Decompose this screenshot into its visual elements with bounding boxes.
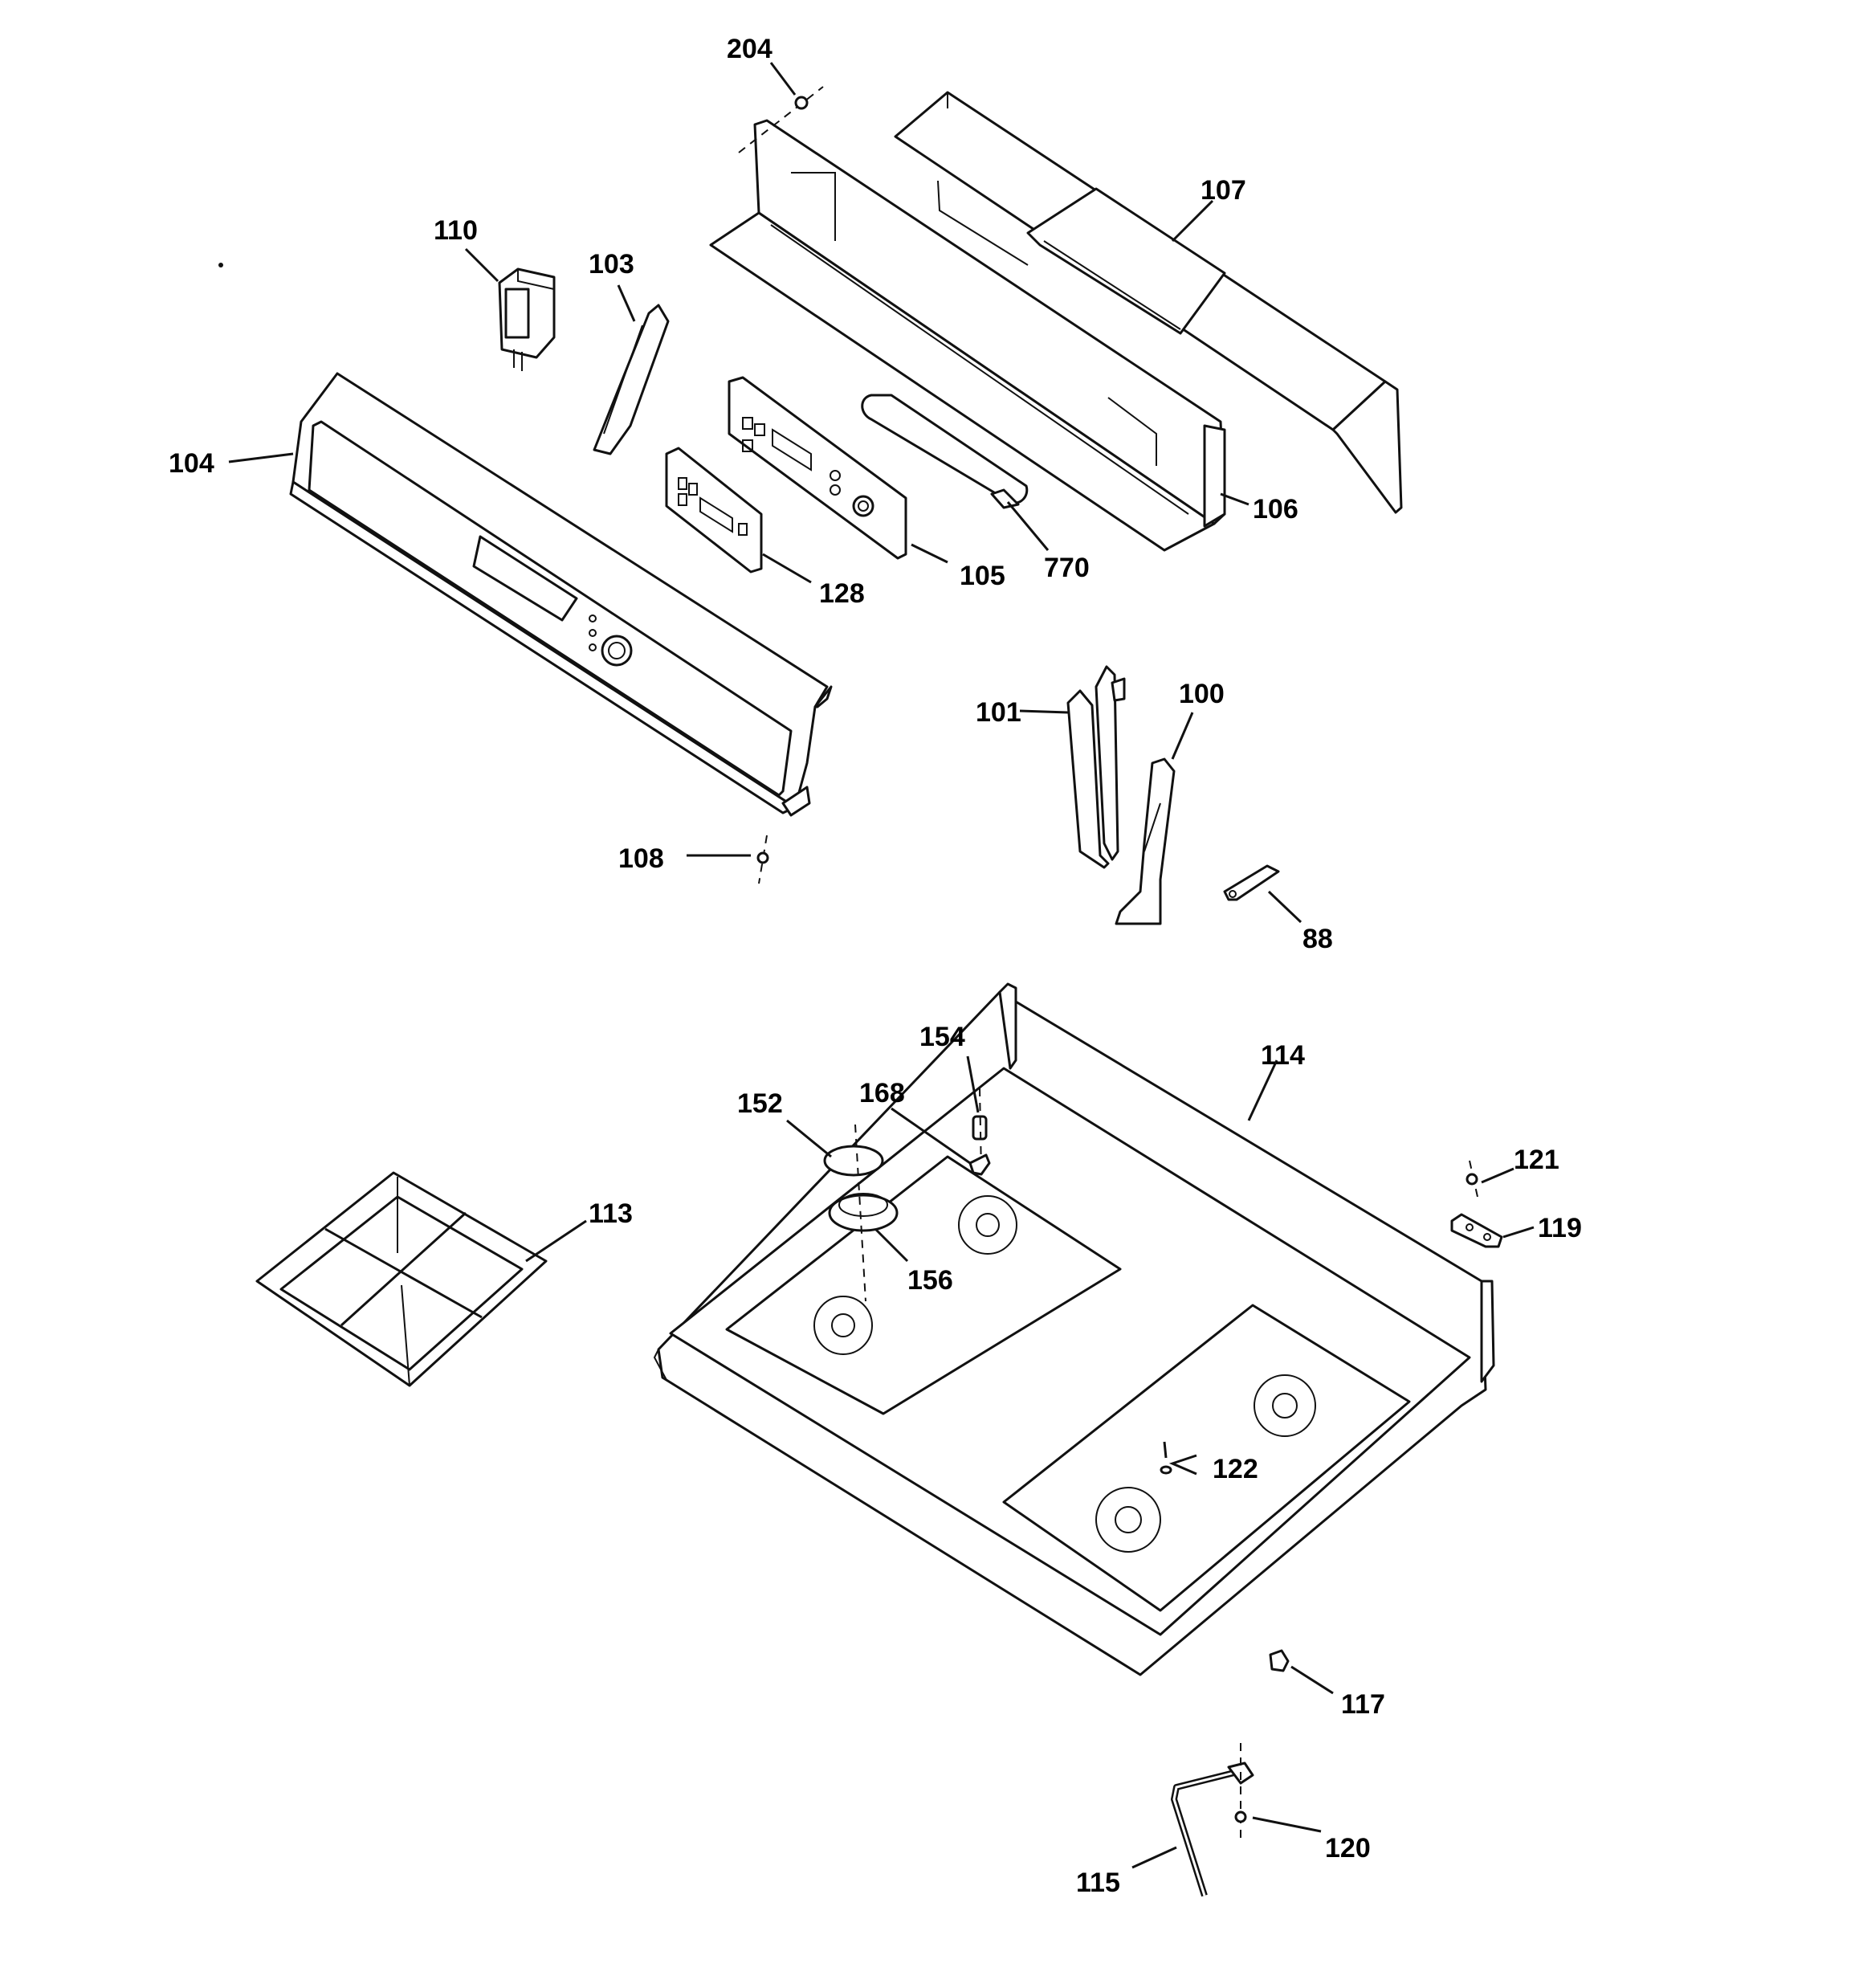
label-115: 115 (1076, 1868, 1120, 1898)
part-110-relay (498, 267, 556, 371)
part-103-bracket (593, 304, 670, 455)
part-156-burner-head (828, 1124, 899, 1302)
label-128: 128 (819, 578, 865, 609)
label-103: 103 (589, 249, 634, 280)
part-113-grate (255, 1171, 548, 1387)
part-770-tube (861, 394, 1029, 509)
label-113: 113 (589, 1198, 633, 1229)
label-88: 88 (1302, 924, 1333, 954)
label-154: 154 (919, 1022, 965, 1052)
part-120-screw (1234, 1743, 1247, 1839)
label-770: 770 (1044, 553, 1090, 583)
part-101-bracket (1066, 665, 1126, 869)
part-152-burner-cap (823, 1145, 884, 1177)
part-107-back-cover (894, 91, 1403, 514)
label-168: 168 (859, 1078, 905, 1108)
label-101: 101 (976, 697, 1021, 728)
part-88-bracket (1223, 864, 1280, 901)
part-106-rear-panel (709, 119, 1226, 552)
part-117-nut (1269, 1649, 1290, 1672)
label-122: 122 (1213, 1454, 1258, 1484)
part-154-electrode (972, 1088, 988, 1174)
part-128-overlay (665, 447, 763, 574)
part-122-screw (1160, 1441, 1172, 1475)
label-110: 110 (434, 215, 478, 246)
label-100: 100 (1179, 679, 1225, 709)
label-108: 108 (618, 843, 664, 874)
label-121: 121 (1514, 1145, 1559, 1175)
label-105: 105 (960, 561, 1005, 591)
scan-dot (218, 263, 223, 267)
part-204-screw (738, 86, 824, 153)
label-204: 204 (727, 34, 773, 64)
label-119: 119 (1538, 1213, 1582, 1243)
part-105-control-board (728, 376, 907, 560)
label-120: 120 (1325, 1833, 1371, 1863)
part-100-bracket (1115, 757, 1176, 925)
leader-lines (228, 62, 1535, 1869)
label-107: 107 (1201, 175, 1246, 206)
label-156: 156 (907, 1265, 953, 1296)
label-104: 104 (169, 448, 214, 479)
part-121-screw (1466, 1160, 1478, 1198)
part-114-cooktop (653, 982, 1495, 1676)
part-108-screw (756, 835, 769, 884)
part-115-rod (1171, 1761, 1254, 1897)
part-labels: 204 107 110 103 104 106 128 105 770 101 … (169, 34, 1582, 1898)
part-168-ignitor (968, 1153, 991, 1176)
part-119-bracket (1450, 1213, 1503, 1248)
label-114: 114 (1261, 1040, 1305, 1071)
label-117: 117 (1341, 1689, 1385, 1720)
label-106: 106 (1253, 494, 1298, 525)
label-152: 152 (737, 1088, 783, 1119)
part-104-control-panel (289, 372, 833, 817)
